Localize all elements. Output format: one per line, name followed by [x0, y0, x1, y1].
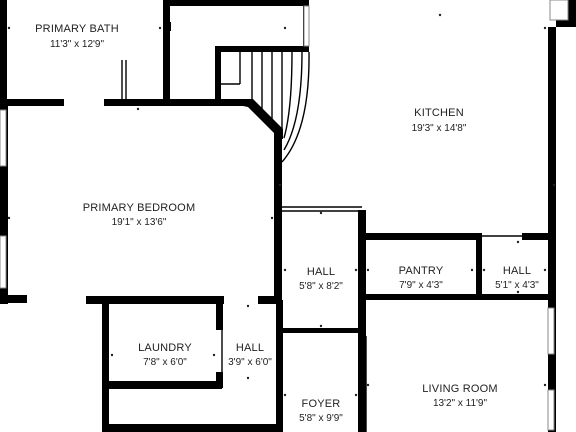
room-name: LIVING ROOM — [422, 383, 498, 395]
room-living-room: LIVING ROOM 13'2" x 11'9" — [422, 383, 498, 409]
room-name: HALL — [503, 265, 531, 277]
measure-ticks — [7, 13, 556, 397]
room-name: FOYER — [302, 398, 341, 410]
room-hall-center: HALL 5'8" x 8'2" — [299, 266, 343, 292]
door-openings — [66, 100, 360, 209]
room-name: PRIMARY BEDROOM — [83, 202, 196, 214]
staircase — [220, 51, 310, 163]
room-dims: 5'1" x 4'3" — [495, 280, 539, 291]
room-foyer: FOYER 5'8" x 9'9" — [299, 398, 343, 424]
room-dims: 3'9" x 6'0" — [228, 357, 272, 368]
room-name: KITCHEN — [414, 107, 464, 119]
room-name: LAUNDRY — [138, 342, 192, 354]
room-dims: 7'8" x 6'0" — [143, 357, 187, 368]
room-hall-small: HALL 3'9" x 6'0" — [228, 342, 272, 368]
room-dims: 11'3" x 12'9" — [50, 39, 105, 50]
room-name: HALL — [236, 342, 264, 354]
room-dims: 19'3" x 14'8" — [412, 123, 467, 134]
room-dims: 5'8" x 9'9" — [299, 413, 343, 424]
room-dims: 5'8" x 8'2" — [299, 281, 343, 292]
room-pantry: PANTRY 7'9" x 4'3" — [399, 265, 444, 291]
room-primary-bedroom: PRIMARY BEDROOM 19'1" x 13'6" — [83, 202, 196, 228]
room-dims: 13'2" x 11'9" — [433, 398, 488, 409]
room-kitchen: KITCHEN 19'3" x 14'8" — [412, 107, 467, 134]
room-dims: 19'1" x 13'6" — [112, 217, 167, 228]
room-primary-bath: PRIMARY BATH 11'3" x 12'9" — [35, 23, 119, 50]
room-laundry: LAUNDRY 7'8" x 6'0" — [138, 342, 192, 368]
room-dims: 7'9" x 4'3" — [399, 280, 443, 291]
room-name: PRIMARY BATH — [35, 23, 119, 35]
room-name: HALL — [307, 266, 335, 278]
room-hall-right: HALL 5'1" x 4'3" — [495, 265, 539, 291]
room-name: PANTRY — [399, 265, 444, 277]
thin-lines — [121, 60, 522, 432]
